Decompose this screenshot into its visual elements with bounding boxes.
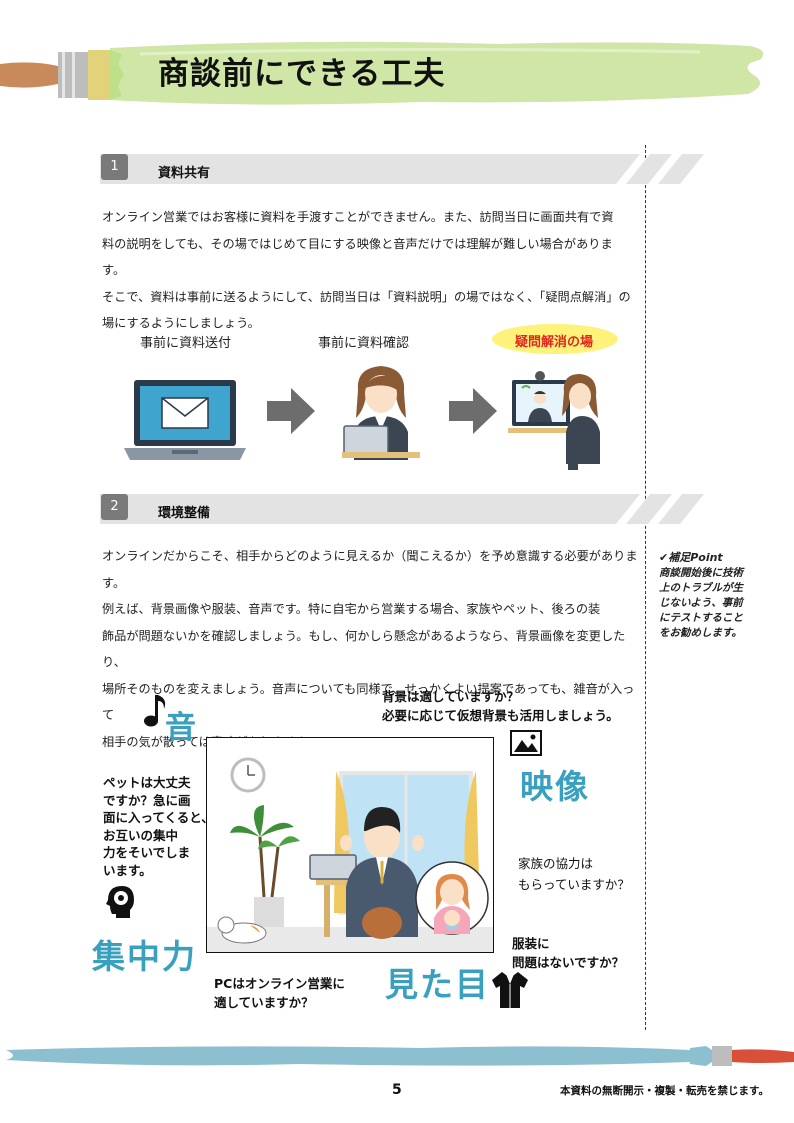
- section-1-paragraph: オンライン営業ではお客様に資料を手渡すことができません。また、訪問当日に画面共有…: [102, 210, 631, 330]
- sound-word: 音: [165, 710, 198, 746]
- clothes-callout: 服装に 問題はないですか？: [512, 936, 625, 970]
- paintbrush-icon: [0, 50, 124, 100]
- supplement-title: ✔補足Point: [659, 551, 723, 564]
- section-1-header-bar: [100, 154, 704, 184]
- arrow-right-icon: [449, 388, 497, 434]
- video-conference-illustration: [508, 371, 600, 470]
- section-2-number: 2: [101, 494, 128, 520]
- section-1-number: 1: [101, 154, 128, 180]
- laptop-mail-illustration: [124, 380, 246, 460]
- section-1-title: 資料共有: [158, 166, 211, 181]
- footer-brush-stroke: [6, 1046, 794, 1066]
- copyright-note: 本資料の無断開示・複製・転売を禁じます。: [560, 1085, 769, 1097]
- supplement-body: 商談開始後に技術 上のトラブルが生 じないよう、事前 にテストすること をお勧め…: [659, 567, 743, 639]
- family-circle-illustration: [415, 861, 489, 935]
- header-brush-banner: [0, 41, 764, 105]
- pc-callout: PCはオンライン営業に 適していますか？: [214, 976, 345, 1010]
- flow-step-1-label: 事前に資料送付: [140, 336, 232, 351]
- music-note-icon: [144, 695, 166, 727]
- page-number: 5: [392, 1082, 402, 1098]
- focus-word: 集中力: [92, 937, 197, 976]
- shirt-icon: [492, 972, 528, 1008]
- vertical-divider: [645, 145, 646, 1030]
- background-callout: 背景は適していますか？ 必要に応じて仮想背景も活用しましょう。: [382, 689, 619, 723]
- woman-reviewing-illustration: [342, 366, 420, 460]
- look-word: 見た目: [385, 965, 490, 1004]
- plant: [230, 805, 300, 927]
- flow-step-3-label: 疑問解消の場: [515, 335, 594, 350]
- flow-step-2-label: 事前に資料確認: [318, 336, 410, 351]
- picture-icon: [510, 730, 542, 756]
- section-2-title: 環境整備: [158, 506, 211, 521]
- brain-head-icon: [106, 886, 134, 918]
- page-title: 商談前にできる工夫: [158, 56, 446, 92]
- man-at-desk: [309, 807, 424, 939]
- highlight-ellipse: [492, 324, 618, 354]
- image-word: 映像: [520, 767, 590, 806]
- paintbrush-icon: [690, 1046, 794, 1066]
- family-callout: 家族の協力は もらっていますか？: [518, 856, 630, 892]
- pet-callout: ペットは大丈夫 ですか？急に画 面に入ってくると、 お互いの集中 力をそいでしま…: [103, 775, 214, 878]
- arrow-right-icon: [267, 388, 315, 434]
- cat: [217, 916, 267, 944]
- section-2-header-bar: [100, 494, 704, 524]
